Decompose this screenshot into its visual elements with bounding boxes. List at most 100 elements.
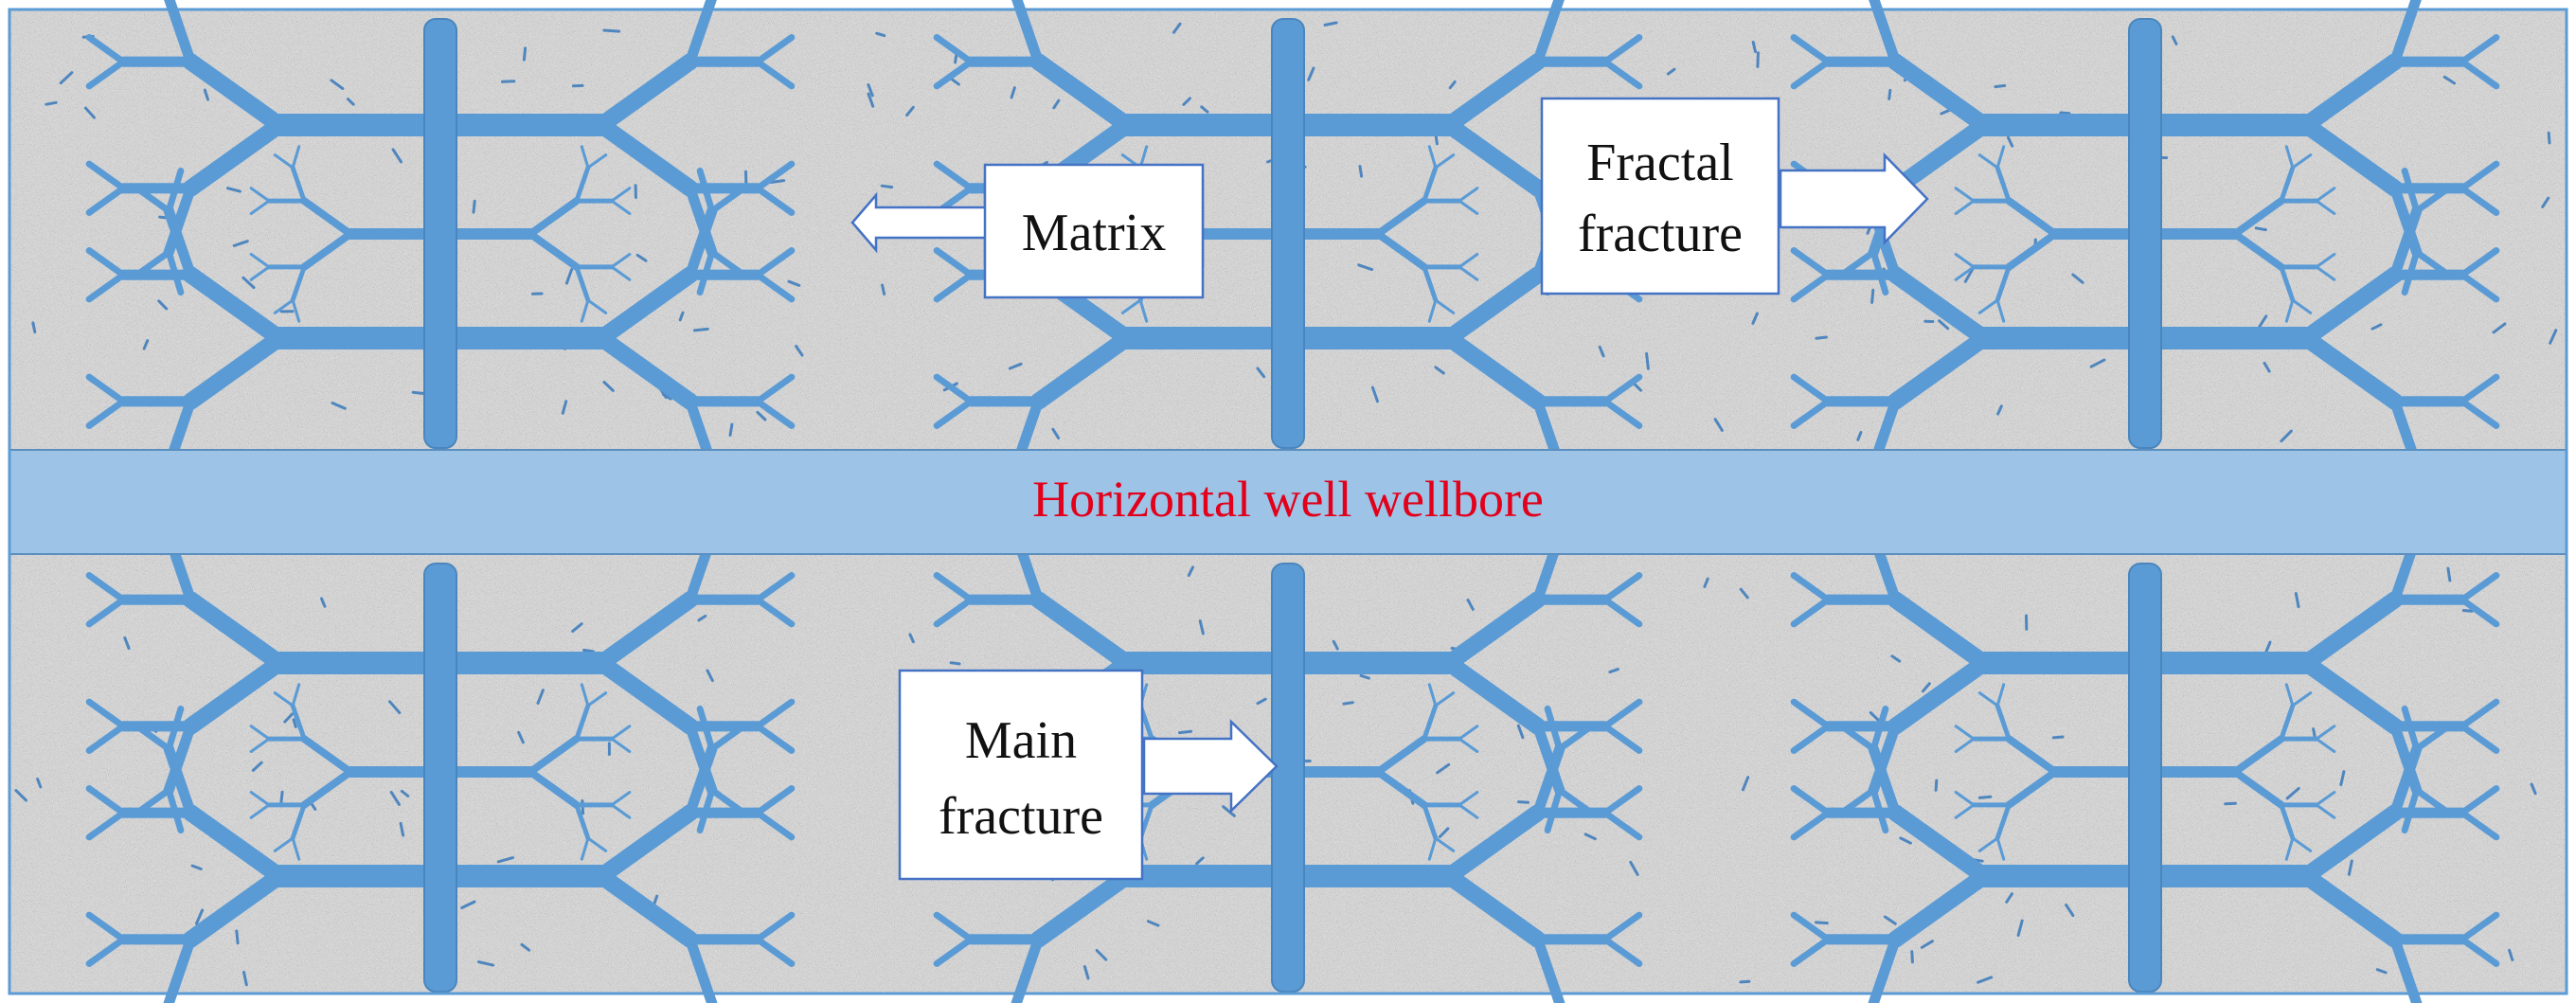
pore-dash — [190, 864, 203, 870]
fractal-fracture-branch — [933, 911, 975, 943]
pore-dash — [2007, 135, 2014, 148]
pore-dash — [251, 761, 263, 772]
pore-dash — [905, 105, 915, 117]
fractal-fracture-branch — [1954, 199, 1976, 216]
fractal-fracture-branch — [273, 153, 295, 170]
fractal-fracture-branch — [1440, 266, 1547, 347]
fractal-fracture-branch — [574, 165, 591, 204]
pore-dash — [561, 400, 568, 415]
pore-dash — [1370, 385, 1379, 403]
fractal-fracture-branch — [290, 802, 307, 841]
fractal-fracture-branch — [1995, 298, 2006, 323]
pore-dash — [232, 240, 249, 247]
fractal-fracture-branch — [300, 735, 354, 776]
pore-dash — [522, 46, 528, 62]
pore-dash — [602, 28, 621, 33]
fractal-fracture-branch — [933, 373, 975, 405]
fractal-fracture-branch — [1790, 58, 1832, 90]
fractal-fracture-branch — [1422, 264, 1439, 303]
pore-dash — [1887, 88, 1892, 100]
fractal-fracture-branch — [933, 34, 975, 65]
pore-dash — [867, 92, 875, 108]
fractal-fracture-branch — [2459, 271, 2500, 303]
pore-dash — [331, 402, 347, 410]
pore-dash — [602, 381, 615, 392]
fractal-fracture-branch — [1422, 802, 1439, 841]
fractal-fracture-branch — [1458, 265, 1479, 281]
pore-dash — [867, 83, 874, 98]
fractal-fracture-branch — [1601, 698, 1643, 730]
pore-dash — [1994, 83, 2007, 89]
fractal-fracture-branch — [1887, 330, 1993, 410]
fractal-fracture-branch — [696, 705, 716, 753]
fractal-fracture-branch — [1440, 591, 1547, 672]
fractal-fracture-branch — [593, 804, 699, 885]
fractal-fracture-branch — [2459, 58, 2500, 90]
fractal-fracture-branch — [754, 247, 796, 278]
pore-dash — [571, 622, 583, 633]
pore-dash — [1095, 949, 1108, 961]
fractal-fracture-branch — [610, 737, 632, 754]
pore-dash — [320, 597, 327, 608]
fractal-fracture-branch — [290, 703, 307, 742]
fractal-fracture-branch — [685, 743, 718, 818]
fractal-fracture-branch — [933, 58, 975, 90]
fractal-fracture-branch — [85, 58, 127, 90]
pore-dash — [2312, 727, 2317, 740]
fractal-fracture-branch — [1954, 725, 1976, 741]
pore-dash — [635, 253, 648, 262]
fractal-fracture-branch — [1995, 836, 2006, 861]
fractal-fracture-branch — [754, 271, 796, 303]
pore-dash — [292, 718, 297, 728]
pore-dash — [2442, 75, 2456, 85]
fractal-fracture-branch — [163, 743, 196, 818]
fractal-fracture-branch — [1995, 165, 2012, 204]
pore-dash — [2005, 892, 2013, 904]
pore-dash — [330, 79, 345, 90]
fractal-fracture-branch — [580, 836, 590, 861]
pore-dash — [1342, 701, 1354, 706]
fractal-fracture-branch — [1887, 266, 1993, 347]
pore-dash — [795, 345, 804, 357]
pore-dash — [36, 778, 43, 789]
pore-dash — [1608, 668, 1619, 674]
fractal-fracture-branch — [2005, 197, 2059, 238]
fractal-fracture-branch — [1422, 165, 1439, 204]
main-fracture — [2128, 563, 2162, 993]
fractal-fracture-branch — [1434, 691, 1456, 707]
pore-dash — [1977, 976, 1994, 984]
fractal-fracture-branch — [85, 271, 127, 303]
pore-dash — [1516, 724, 1525, 740]
fractal-fracture-branch — [1458, 737, 1479, 754]
fractal-fracture-branch — [85, 572, 127, 603]
fractal-fracture-branch — [685, 721, 718, 796]
fractal-fracture-branch — [1427, 683, 1438, 707]
matrix-label: Matrix — [1022, 204, 1166, 262]
pore-dash — [1010, 86, 1016, 99]
fractal-fracture-branch — [1995, 683, 2006, 707]
fractal-fracture-branch — [933, 271, 975, 303]
fractal-fracture-branch — [85, 160, 127, 192]
fractal-fracture-branch — [1790, 596, 1832, 628]
fractal-fracture-branch — [85, 247, 127, 278]
fractal-fracture-branch — [2279, 264, 2296, 303]
pore-dash — [235, 929, 240, 945]
fractal-fracture-branch — [610, 265, 632, 281]
fractal-fracture-branch — [1601, 398, 1643, 429]
fractal-fracture-branch — [1954, 252, 1976, 269]
fractal-fracture-branch — [1977, 298, 1999, 314]
fractal-fracture-branch — [2459, 398, 2500, 429]
fractal-fracture-branch — [1374, 230, 1428, 271]
fractal-fracture-branch — [1790, 936, 1832, 967]
fractal-fracture-branch — [182, 330, 288, 410]
pore-dash — [520, 942, 531, 952]
pore-dash — [1739, 979, 1751, 984]
fractal-fracture-branch — [1995, 264, 2012, 303]
fractal-fracture-branch — [2459, 185, 2500, 216]
fractal-fracture-branch — [1029, 53, 1136, 134]
fractal-fracture-branch — [1532, 721, 1565, 796]
pore-dash — [411, 390, 424, 395]
fractal-fracture-branch — [2298, 330, 2404, 410]
fractal-fracture-branch — [2298, 53, 2404, 134]
fractal-fracture-branch — [291, 836, 301, 861]
